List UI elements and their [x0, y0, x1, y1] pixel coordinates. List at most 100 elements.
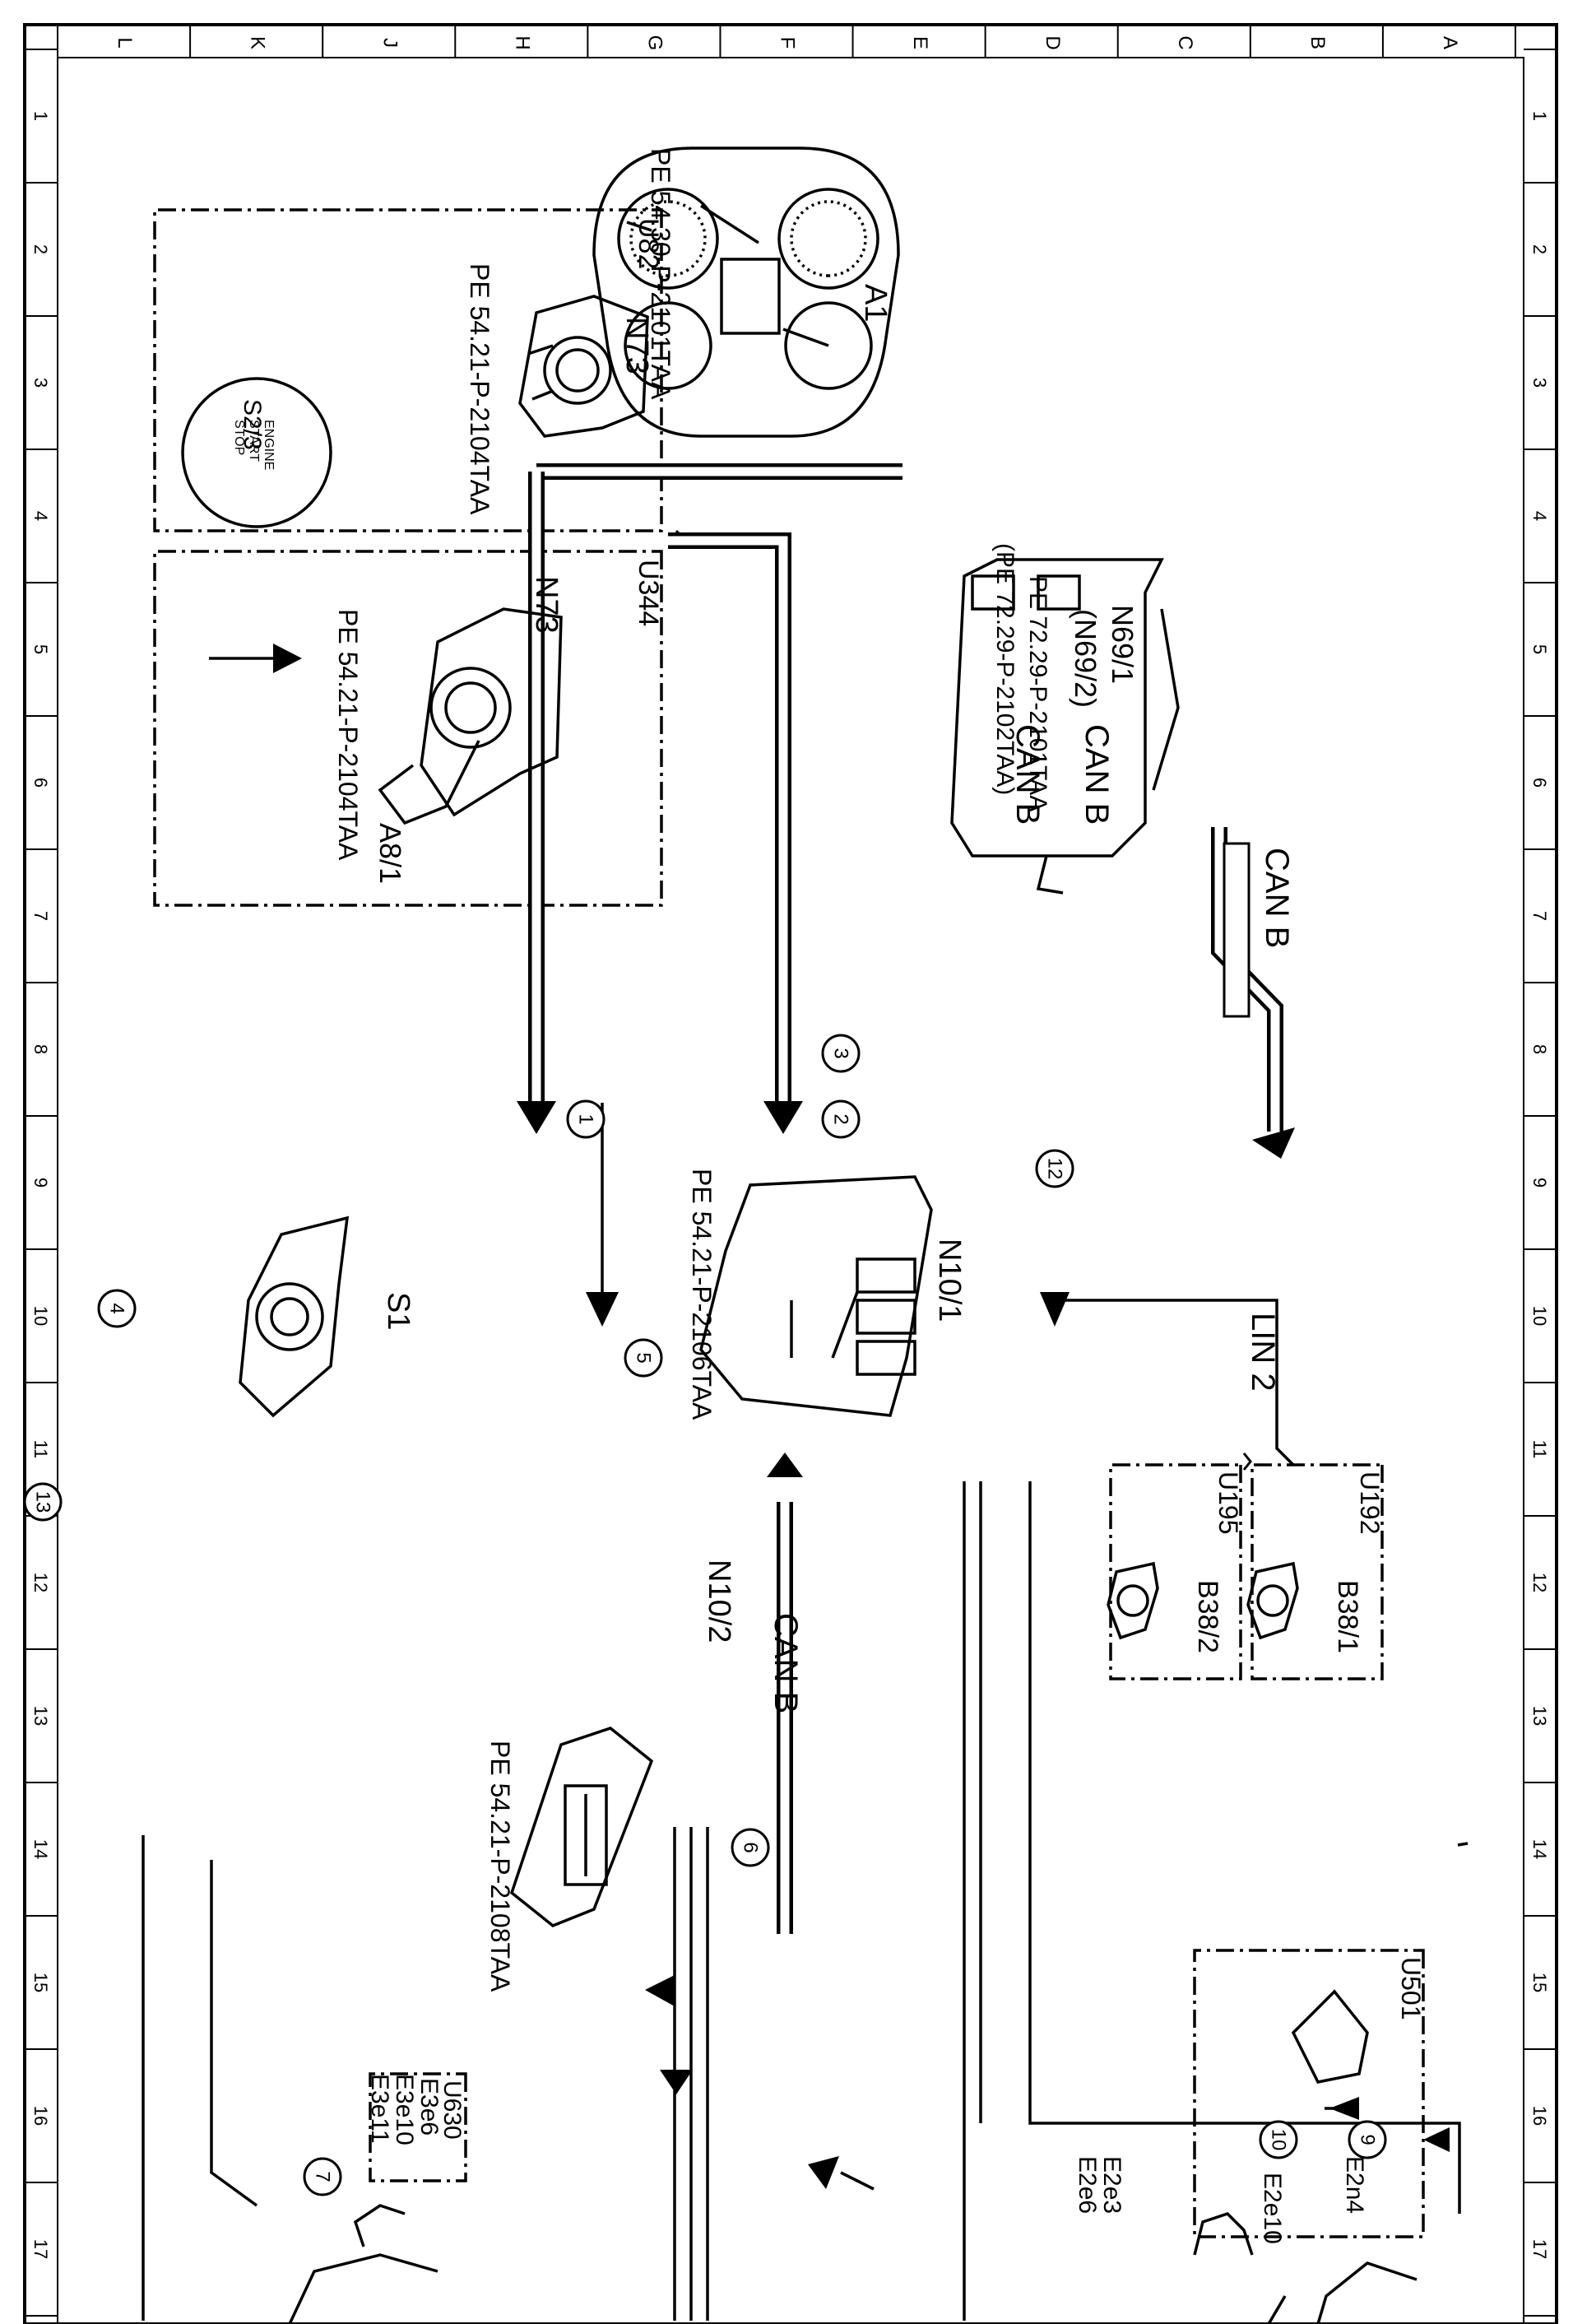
group-box-u630 [369, 2072, 467, 2182]
group-brace-u192-u195 [1242, 1452, 1252, 1471]
column-label-d: D [1042, 35, 1064, 49]
switch-e2n4 [1291, 1989, 1369, 2084]
marker-4: 4 [97, 1289, 137, 1328]
row-label-2-bottom: 2 [30, 244, 51, 254]
ref-a1: PE 54.30-P-2101TAA [646, 148, 675, 400]
door-handle-sketch-left [1193, 2211, 1418, 2324]
row-label-2-top: 2 [1529, 244, 1550, 254]
svg-text:7: 7 [312, 2171, 334, 2182]
label-e3e11: E3e11 [366, 2074, 393, 2144]
row-label-9-bottom: 9 [30, 1178, 51, 1188]
label-e3e10: E3e10 [391, 2074, 418, 2145]
label-s1: S1 [381, 1292, 415, 1330]
column-label-k: K [246, 36, 268, 49]
label-e2e6: E2e6 [1074, 2156, 1101, 2214]
row-label-11-top: 11 [1529, 1440, 1550, 1459]
s2-3-button-line-2: START [247, 420, 261, 462]
group-box-u501 [1193, 1949, 1425, 2238]
column-label-a: A [1439, 36, 1461, 49]
wire-e3-inner [210, 1860, 258, 2207]
row-label-5-top: 5 [1529, 644, 1550, 654]
row-label-14-bottom: 14 [30, 1839, 51, 1859]
svg-text:3: 3 [830, 1048, 852, 1058]
ref-n10-1: PE 54.21-P-2106TAA [687, 1169, 717, 1420]
column-label-e: E [909, 36, 931, 49]
label-b38-1: B38/1 [1332, 1580, 1363, 1653]
marker-13: 13 [23, 1482, 63, 1522]
column-label-l: L [114, 37, 136, 48]
column-label-c: C [1174, 35, 1196, 49]
svg-text:10: 10 [1268, 2129, 1290, 2151]
s2-3-button-line-3: STOP [232, 420, 246, 455]
row-label-17-top: 17 [1529, 2239, 1550, 2259]
row-label-16-bottom: 16 [30, 2106, 51, 2126]
bus-label-can-b-n69: CAN B [1259, 848, 1295, 948]
row-label-15-bottom: 15 [30, 1973, 51, 1992]
label-e3e6: E3e6 [415, 2078, 443, 2136]
row-label-3-bottom: 3 [30, 378, 51, 388]
svg-text:6: 6 [740, 1842, 762, 1852]
group-box-u82 [153, 208, 663, 532]
group-box-u344 [153, 550, 663, 907]
engine-start-stop-button-s2-3 [181, 377, 332, 528]
svg-text:12: 12 [1044, 1158, 1066, 1180]
group-box-u192 [1251, 1463, 1384, 1680]
column-label-b: B [1306, 36, 1329, 49]
label-n69-1: N69/1 [1106, 605, 1139, 684]
label-e2n4: E2n4 [1341, 2156, 1368, 2214]
bus-label-can-b-1 [1223, 842, 1251, 1018]
label-e2e3: E2e3 [1098, 2156, 1125, 2214]
row-label-14-top: 14 [1529, 1839, 1550, 1859]
row-label-7-bottom: 7 [30, 911, 51, 921]
marker-7: 7 [303, 2157, 342, 2196]
row-label-5-bottom: 5 [30, 644, 51, 654]
label-n10-1: N10/1 [932, 1239, 967, 1322]
row-label-11-bottom: 11 [30, 1440, 51, 1459]
row-label-13-top: 13 [1529, 1706, 1550, 1726]
column-label-g: G [644, 35, 666, 51]
module-n69-1 [950, 558, 1180, 895]
row-label-10-bottom: 10 [30, 1306, 51, 1326]
label-e2e10: E2e10 [1259, 2173, 1286, 2244]
marker-2: 2 [821, 1099, 861, 1139]
ref-n73-bottom: PE 54.21-P-2104TAA [333, 609, 363, 861]
label-b38-2: B38/2 [1192, 1580, 1223, 1653]
bus-label-can-b-group: CAN B [1009, 724, 1046, 825]
label-s2-3: S2/3 [239, 399, 266, 450]
label-n73-bottom: N73 [529, 576, 564, 634]
svg-text:1: 1 [575, 1113, 597, 1124]
module-n10-1 [699, 1175, 933, 1417]
row-label-1-bottom: 1 [30, 111, 51, 121]
door-handle-sketch-right [288, 2204, 438, 2324]
column-label-j: J [378, 38, 401, 48]
drawing-frame [23, 23, 1558, 2324]
row-label-15-top: 15 [1529, 1973, 1550, 1992]
arrowheads [517, 1101, 1295, 2094]
row-label-13-bottom: 13 [30, 1706, 51, 1726]
sensor-b38-1 [1246, 1561, 1299, 1640]
label-n69-2: (N69/2) [1069, 609, 1102, 708]
row-label-4-top: 4 [1529, 511, 1550, 521]
row-label-1-top: 1 [1529, 111, 1550, 121]
group-label-u192: U192 [1355, 1471, 1385, 1535]
svg-text:2: 2 [830, 1113, 852, 1124]
svg-text:9: 9 [1357, 2134, 1379, 2145]
row-label-6-bottom: 6 [30, 778, 51, 788]
module-n10-2 [509, 1727, 654, 1928]
instrument-cluster-a1 [592, 146, 900, 438]
row-label-12-bottom: 12 [30, 1573, 51, 1592]
svg-text:4: 4 [106, 1303, 128, 1313]
s2-3-button-line-1: ENGINE [262, 420, 276, 470]
sensor-b38-2 [1107, 1561, 1159, 1640]
column-label-f: F [777, 37, 799, 49]
group-label-u195: U195 [1213, 1471, 1243, 1535]
row-label-3-top: 3 [1529, 378, 1550, 388]
ref-n10-2: PE 54.21-P-2108TAA [485, 1741, 515, 1992]
row-label-4-bottom: 4 [30, 511, 51, 521]
marker-6: 6 [731, 1828, 770, 1867]
ignition-switch-n73-bottom [378, 607, 563, 825]
group-label-u344: U344 [633, 560, 664, 626]
